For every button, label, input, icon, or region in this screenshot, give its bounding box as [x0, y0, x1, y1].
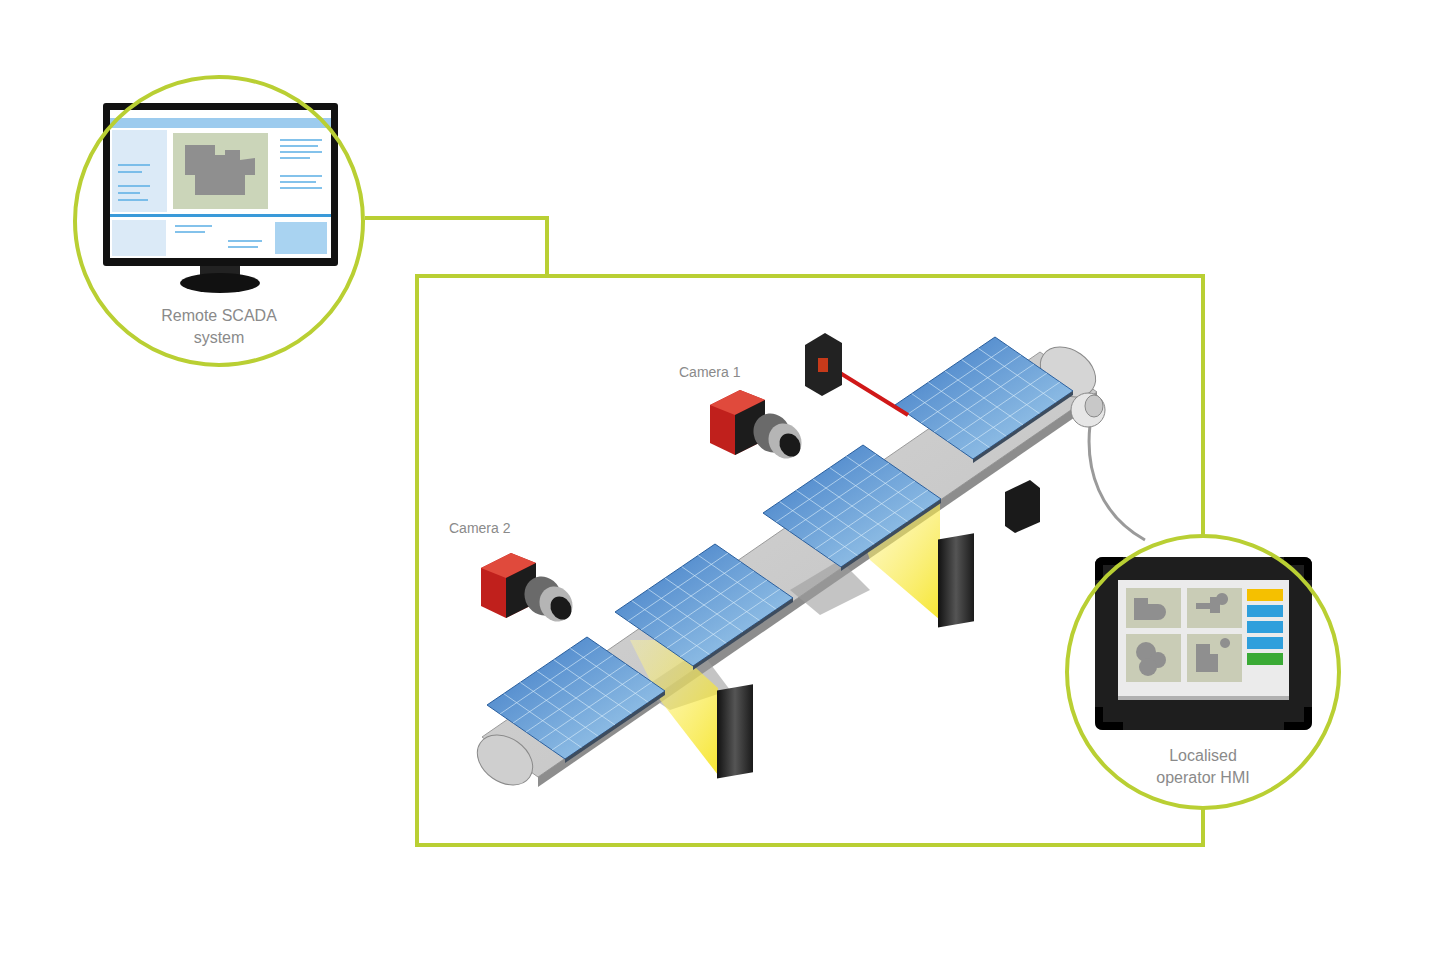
laser-sensor: [805, 333, 908, 415]
monitor: [103, 103, 338, 293]
camera: [481, 553, 579, 628]
node-label: Localised operator HMI: [1143, 745, 1263, 789]
circle-node: Localised operator HMI: [1065, 534, 1341, 810]
circle-ground: [1067, 536, 1339, 808]
solar-panels: [487, 337, 1073, 763]
node-label: Remote SCADA system: [149, 305, 289, 349]
camera-label: Camera 1: [679, 363, 740, 381]
link-line: [365, 218, 547, 276]
proximity-sensor: [1071, 393, 1145, 540]
camera: [710, 390, 808, 465]
sensor-box: [1005, 480, 1040, 533]
plant-frame: [417, 276, 1203, 845]
conveyor: [468, 337, 1105, 795]
tablet: [1095, 557, 1312, 730]
circle-node: Remote SCADA system: [73, 75, 365, 367]
circle-ground: [75, 77, 363, 365]
camera-label: Camera 2: [449, 519, 510, 537]
